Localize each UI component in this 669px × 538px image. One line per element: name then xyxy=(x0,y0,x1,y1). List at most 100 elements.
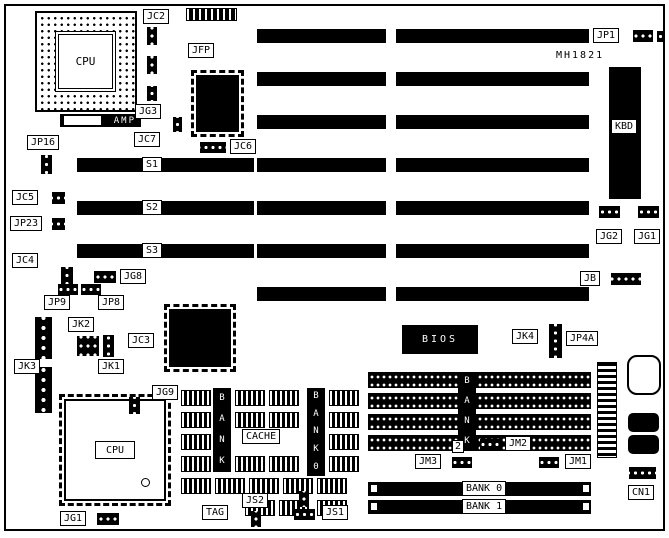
cpu-qfp-bottom: CPU xyxy=(59,394,171,506)
dram-bank-label-column: B A N K xyxy=(458,372,476,451)
jg3-pins xyxy=(147,86,157,101)
jc7-pins xyxy=(173,117,182,132)
label-jc3: JC3 xyxy=(128,333,155,348)
dram-row-1 xyxy=(368,372,591,388)
label-s3: S3 xyxy=(142,243,163,258)
isa-slot-6-right xyxy=(396,244,589,258)
isa-slot-4-right xyxy=(396,158,589,172)
isa-slot-2-right xyxy=(396,72,589,86)
cache-bank-letter: A xyxy=(219,414,225,424)
jg1-top-pins xyxy=(638,206,659,218)
isa-slot-5-right xyxy=(396,201,589,215)
chipset-chip-die xyxy=(169,309,231,367)
label-kbd: KBD xyxy=(611,119,638,134)
cache-sram-socket xyxy=(181,456,211,472)
isa-slot-7-right xyxy=(396,287,589,301)
label-jg9: JG9 xyxy=(152,385,179,400)
cache-sram-socket xyxy=(235,456,265,472)
cpu-socket-top: CPU xyxy=(35,11,137,112)
label-jc4: JC4 xyxy=(12,253,39,268)
jm3-pins xyxy=(452,457,472,468)
label-jfp: JFP xyxy=(188,43,215,58)
cache-sram-socket xyxy=(269,390,299,406)
js1-pins-2 xyxy=(299,491,309,507)
dram-bank-number: 2 xyxy=(452,440,465,453)
cache-sram-socket xyxy=(329,434,359,450)
label-jm2: JM2 xyxy=(505,436,532,451)
dram-row-4 xyxy=(368,435,591,451)
jk2-pins xyxy=(77,336,99,356)
label-jg3: JG3 xyxy=(135,104,162,119)
label-jc6: JC6 xyxy=(230,139,257,154)
cache-bank-letter: A xyxy=(313,408,319,419)
cache-sram-socket xyxy=(181,390,211,406)
label-cn1: CN1 xyxy=(628,485,655,500)
jc5-pins xyxy=(52,192,65,204)
jg1-bottom-pins xyxy=(97,513,119,525)
dram-bank-letter: B xyxy=(464,376,470,387)
label-jk1: JK1 xyxy=(98,359,125,374)
label-jk3: JK3 xyxy=(14,359,41,374)
cache-bank-letter: B xyxy=(313,391,319,402)
cache-sram-socket xyxy=(329,390,359,406)
pin1-marker xyxy=(141,478,150,487)
simm-latch xyxy=(583,485,589,492)
jc3-pins xyxy=(103,335,114,357)
amp-component: AMP xyxy=(60,114,141,127)
jm2-pins xyxy=(480,439,500,450)
cache-bank-letter: K xyxy=(219,456,225,466)
dram-bank-letter: A xyxy=(464,396,470,407)
label-cache: CACHE xyxy=(242,429,281,444)
cache-sram-socket xyxy=(249,478,279,494)
jp1-pins xyxy=(633,30,653,42)
cpu-qfp-body: CPU xyxy=(64,399,166,501)
label-s2: S2 xyxy=(142,200,163,215)
label-jc7: JC7 xyxy=(134,132,161,147)
cache-sram-socket xyxy=(269,456,299,472)
isa-slot-4-left xyxy=(257,158,386,172)
label-js1: JS1 xyxy=(322,505,349,520)
simm-latch xyxy=(371,485,377,492)
cache-sram-socket xyxy=(283,478,313,494)
label-jp8: JP8 xyxy=(98,295,125,310)
amp-label: AMP xyxy=(113,115,136,126)
jg8-pins xyxy=(94,271,116,283)
cache-sram-socket xyxy=(181,412,211,428)
jk4-pins xyxy=(549,324,562,358)
label-jp16: JP16 xyxy=(27,135,60,150)
vlb-slot-s1 xyxy=(77,158,254,172)
isa-slot-1-left xyxy=(257,29,386,43)
jk3-connector-lower xyxy=(35,367,52,413)
board-outline xyxy=(4,4,665,531)
jp1-pins-2 xyxy=(657,31,664,42)
cache-sram-socket xyxy=(235,390,265,406)
label-jc5: JC5 xyxy=(12,190,39,205)
cache-bank-letter: 0 xyxy=(313,461,319,472)
isa-slot-6-left xyxy=(257,244,386,258)
front-panel-header xyxy=(186,8,237,21)
cache-sram-socket xyxy=(235,412,265,428)
cache-bank-letter: N xyxy=(219,435,225,445)
chipset-chip xyxy=(164,304,236,372)
cpu-top-chip: CPU xyxy=(58,34,113,89)
dram-bank-letter: N xyxy=(464,415,470,426)
cache-sram-socket xyxy=(215,478,245,494)
cache-sram-socket xyxy=(329,412,359,428)
bios-chip: BIOS xyxy=(402,325,478,354)
label-jm1: JM1 xyxy=(565,454,592,469)
port-connector-upper xyxy=(628,413,659,432)
label-jg1-top: JG1 xyxy=(634,229,661,244)
battery xyxy=(627,355,661,395)
label-jp1: JP1 xyxy=(593,28,620,43)
label-jk4: JK4 xyxy=(512,329,539,344)
label-js2: JS2 xyxy=(242,493,269,508)
isa-slot-7-left xyxy=(257,287,386,301)
jp8-pins xyxy=(81,284,101,295)
controller-chip-top-die xyxy=(196,75,239,132)
isa-slot-5-left xyxy=(257,201,386,215)
jg2-pins xyxy=(599,206,620,218)
jp23-pins xyxy=(52,218,65,230)
js2-pins xyxy=(251,511,261,527)
cache-sram-socket xyxy=(269,412,299,428)
